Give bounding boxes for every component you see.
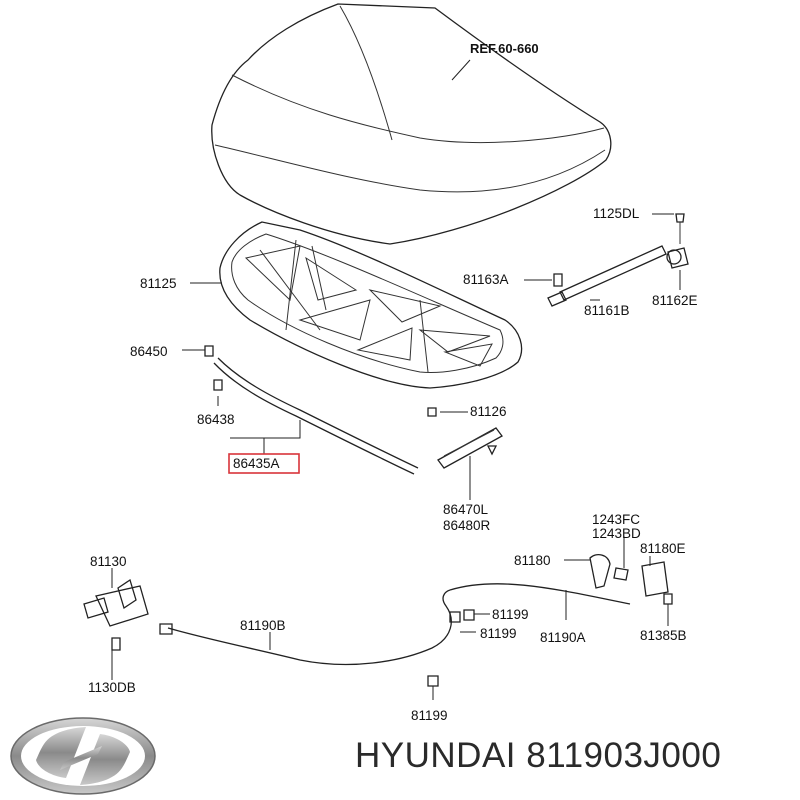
seal-strip: [437, 427, 503, 469]
gas-strut: [547, 213, 689, 307]
label-1130db: 1130DB: [88, 680, 136, 695]
hood-latch: [83, 578, 149, 651]
label-ref: REF.60-660: [470, 41, 539, 56]
label-81199-b: 81199: [480, 626, 517, 641]
hood-panel: [211, 3, 612, 245]
label-81180e: 81180E: [640, 541, 686, 556]
label-86438: 86438: [197, 412, 235, 427]
brand-caption: HYUNDAI 811903J000: [355, 736, 722, 775]
label-1125dl: 1125DL: [593, 206, 640, 221]
hood-inner-frame: [219, 221, 523, 389]
label-81125: 81125: [140, 276, 177, 291]
label-86470l: 86470L: [443, 502, 489, 517]
label-81385b: 81385B: [640, 628, 687, 643]
release-handle: [589, 553, 673, 605]
label-81190b: 81190B: [240, 618, 286, 633]
label-86480r: 86480R: [443, 518, 491, 533]
label-81190a: 81190A: [540, 630, 586, 645]
hyundai-logo-icon: [10, 717, 156, 795]
label-81126: 81126: [470, 404, 507, 419]
highlight-box: [228, 453, 300, 474]
label-81199-a: 81199: [492, 607, 529, 622]
label-86435a: 86435A: [233, 456, 280, 471]
label-81180: 81180: [514, 553, 551, 568]
label-81163a: 81163A: [463, 272, 509, 287]
weatherstrip: [204, 345, 437, 475]
release-cable: [159, 583, 631, 687]
callout-labels: REF.60-660 1125DL 81163A 81125 81161B 81…: [88, 41, 698, 723]
leader-lines: [111, 59, 681, 700]
label-81162e: 81162E: [652, 293, 698, 308]
label-86450: 86450: [130, 344, 168, 359]
label-81199-c: 81199: [411, 708, 448, 723]
label-1243fc: 1243FC: [592, 512, 640, 527]
label-1243bd: 1243BD: [592, 526, 641, 541]
label-81161b: 81161B: [584, 303, 630, 318]
label-81130: 81130: [90, 554, 127, 569]
